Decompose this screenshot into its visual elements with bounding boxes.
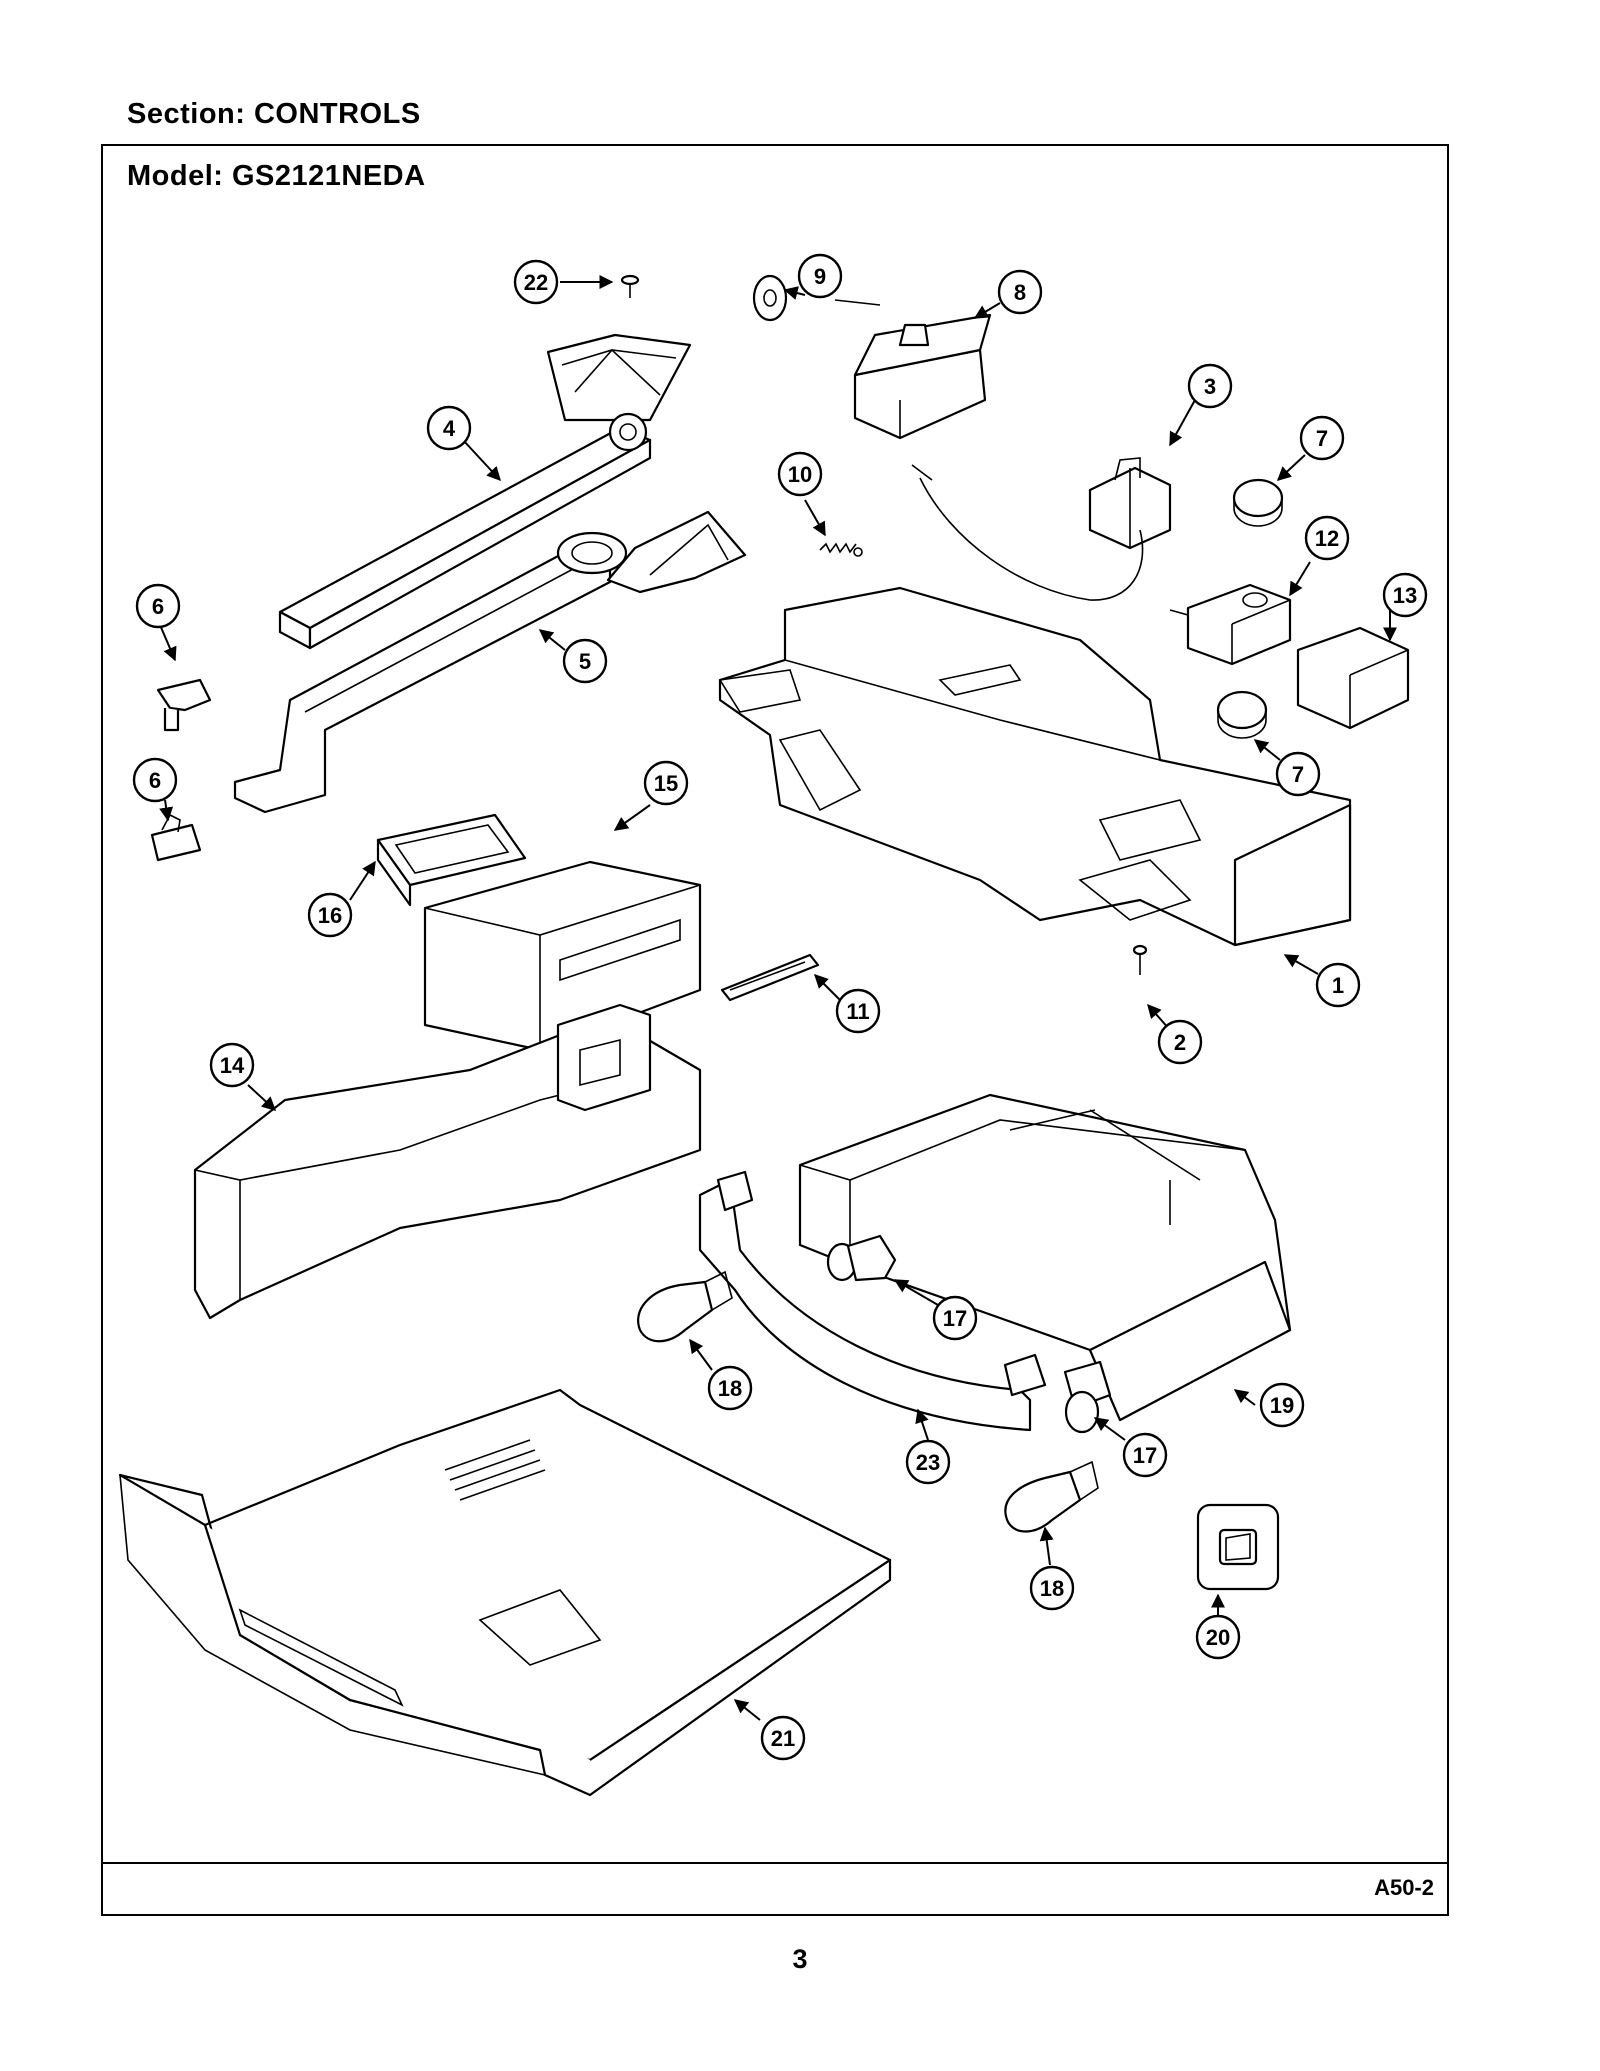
callout-16: 16: [307, 892, 353, 938]
callout-6-lower: 6: [132, 757, 178, 803]
callout-20: 20: [1195, 1614, 1241, 1660]
part-12-switch: [1169, 583, 1292, 666]
svg-text:6: 6: [152, 594, 164, 619]
svg-text:10: 10: [788, 462, 812, 487]
page-number: 3: [792, 1944, 808, 1974]
part-9-knob: [752, 274, 788, 322]
callout-11: 11: [835, 988, 881, 1034]
svg-text:4: 4: [443, 416, 456, 441]
svg-text:2: 2: [1174, 1030, 1186, 1055]
model-title: Model: GS2121NEDA: [127, 160, 426, 192]
svg-text:16: 16: [318, 903, 342, 928]
part-15-duct: [423, 860, 702, 1052]
part-6-clip-upper: [156, 678, 212, 732]
part-20-light-switch: [1196, 1503, 1280, 1591]
svg-text:17: 17: [1133, 1443, 1157, 1468]
part-13-motor: [1296, 626, 1410, 730]
callout-5: 5: [562, 638, 608, 684]
leader-lines: [159, 275, 1397, 1721]
part-22-screw: [620, 274, 640, 298]
svg-text:15: 15: [654, 771, 678, 796]
svg-text:1: 1: [1332, 973, 1344, 998]
callout-23: 23: [905, 1439, 951, 1485]
part-2-screw: [1132, 944, 1148, 975]
part-19-tray: [798, 1093, 1292, 1422]
svg-text:12: 12: [1315, 526, 1339, 551]
svg-text:14: 14: [220, 1053, 245, 1078]
svg-text:22: 22: [524, 270, 548, 295]
footer-divider: [101, 1862, 1449, 1864]
part-18-bulb-upper: [637, 1270, 733, 1343]
part-17-socket-lower: [1063, 1360, 1112, 1434]
svg-text:7: 7: [1292, 762, 1304, 787]
part-10-spring: [819, 542, 863, 557]
part-8-control-box: [834, 299, 992, 440]
reference-code: A50-2: [1374, 1875, 1434, 1900]
part-11-filter: [720, 953, 820, 1002]
svg-text:21: 21: [771, 1726, 795, 1751]
svg-text:20: 20: [1206, 1625, 1230, 1650]
svg-text:5: 5: [579, 649, 591, 674]
callout-21: 21: [760, 1715, 806, 1761]
callout-6-upper: 6: [135, 583, 181, 629]
part-14-housing: [193, 1003, 702, 1320]
part-1-housing: [718, 586, 1352, 947]
callout-17-upper: 17: [932, 1295, 978, 1341]
svg-text:9: 9: [814, 264, 826, 289]
part-7-knob-upper: [1232, 478, 1284, 527]
svg-text:6: 6: [149, 768, 161, 793]
callout-17-lower: 17: [1122, 1432, 1168, 1478]
part-16-frame: [376, 813, 527, 907]
callout-13: 13: [1382, 572, 1428, 618]
svg-text:8: 8: [1014, 280, 1026, 305]
part-5-arm: [233, 510, 747, 814]
part-21-front-panel: [118, 1388, 892, 1797]
svg-text:13: 13: [1393, 583, 1417, 608]
callout-18-upper: 18: [707, 1365, 753, 1411]
svg-text:11: 11: [846, 999, 869, 1024]
callout-7-upper: 7: [1299, 415, 1345, 461]
part-3-thermostat: [911, 457, 1172, 601]
callout-9: 9: [797, 253, 843, 299]
svg-text:18: 18: [1040, 1576, 1064, 1601]
callout-4: 4: [426, 405, 472, 451]
svg-text:23: 23: [916, 1450, 940, 1475]
callout-8: 8: [997, 269, 1043, 315]
callout-2: 2: [1157, 1019, 1203, 1065]
part-4-arm: [278, 333, 692, 650]
part-7-knob-lower: [1216, 690, 1268, 739]
svg-text:19: 19: [1270, 1393, 1294, 1418]
callout-22: 22: [513, 259, 559, 305]
section-title: Section: CONTROLS: [127, 98, 421, 130]
part-23-bracket: [698, 1170, 1047, 1432]
part-17-socket-upper: [826, 1234, 897, 1282]
callout-18-lower: 18: [1029, 1565, 1075, 1611]
part-6-clip-lower: [150, 813, 202, 862]
callout-12: 12: [1304, 515, 1350, 561]
svg-text:17: 17: [943, 1306, 967, 1331]
callout-14: 14: [209, 1042, 255, 1088]
svg-text:3: 3: [1204, 374, 1216, 399]
callout-1: 1: [1315, 962, 1361, 1008]
part-18-bulb-lower: [1004, 1460, 1099, 1533]
callout-10: 10: [777, 451, 823, 497]
svg-text:7: 7: [1316, 426, 1328, 451]
callout-3: 3: [1187, 363, 1233, 409]
diagram-frame: [101, 144, 1449, 1916]
svg-text:18: 18: [718, 1376, 742, 1401]
callout-15: 15: [643, 760, 689, 806]
callout-19: 19: [1259, 1382, 1305, 1428]
callout-7-lower: 7: [1275, 751, 1321, 797]
